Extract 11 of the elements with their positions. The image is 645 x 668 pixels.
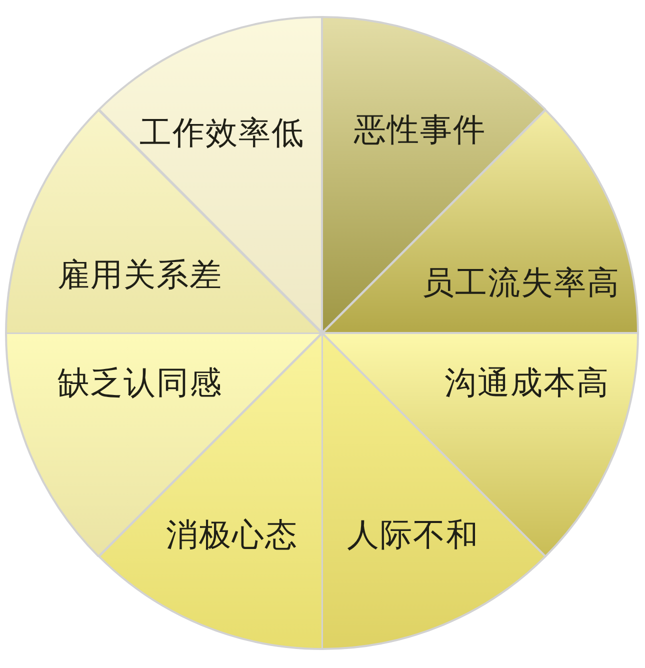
sector-label: 人际不和	[347, 516, 479, 554]
pie-sector	[321, 332, 639, 558]
pie-sector	[5, 108, 323, 334]
sector-label: 工作效率低	[139, 114, 304, 152]
sector-label: 沟通成本高	[444, 364, 610, 402]
sector-label: 恶性事件	[354, 112, 486, 148]
sector-label: 缺乏认同感	[58, 364, 222, 402]
pie-sector	[5, 332, 323, 558]
sector-label: 消极心态	[166, 516, 298, 554]
sector-label: 雇用关系差	[58, 256, 222, 294]
sector-label: 员工流失率高	[422, 264, 620, 302]
